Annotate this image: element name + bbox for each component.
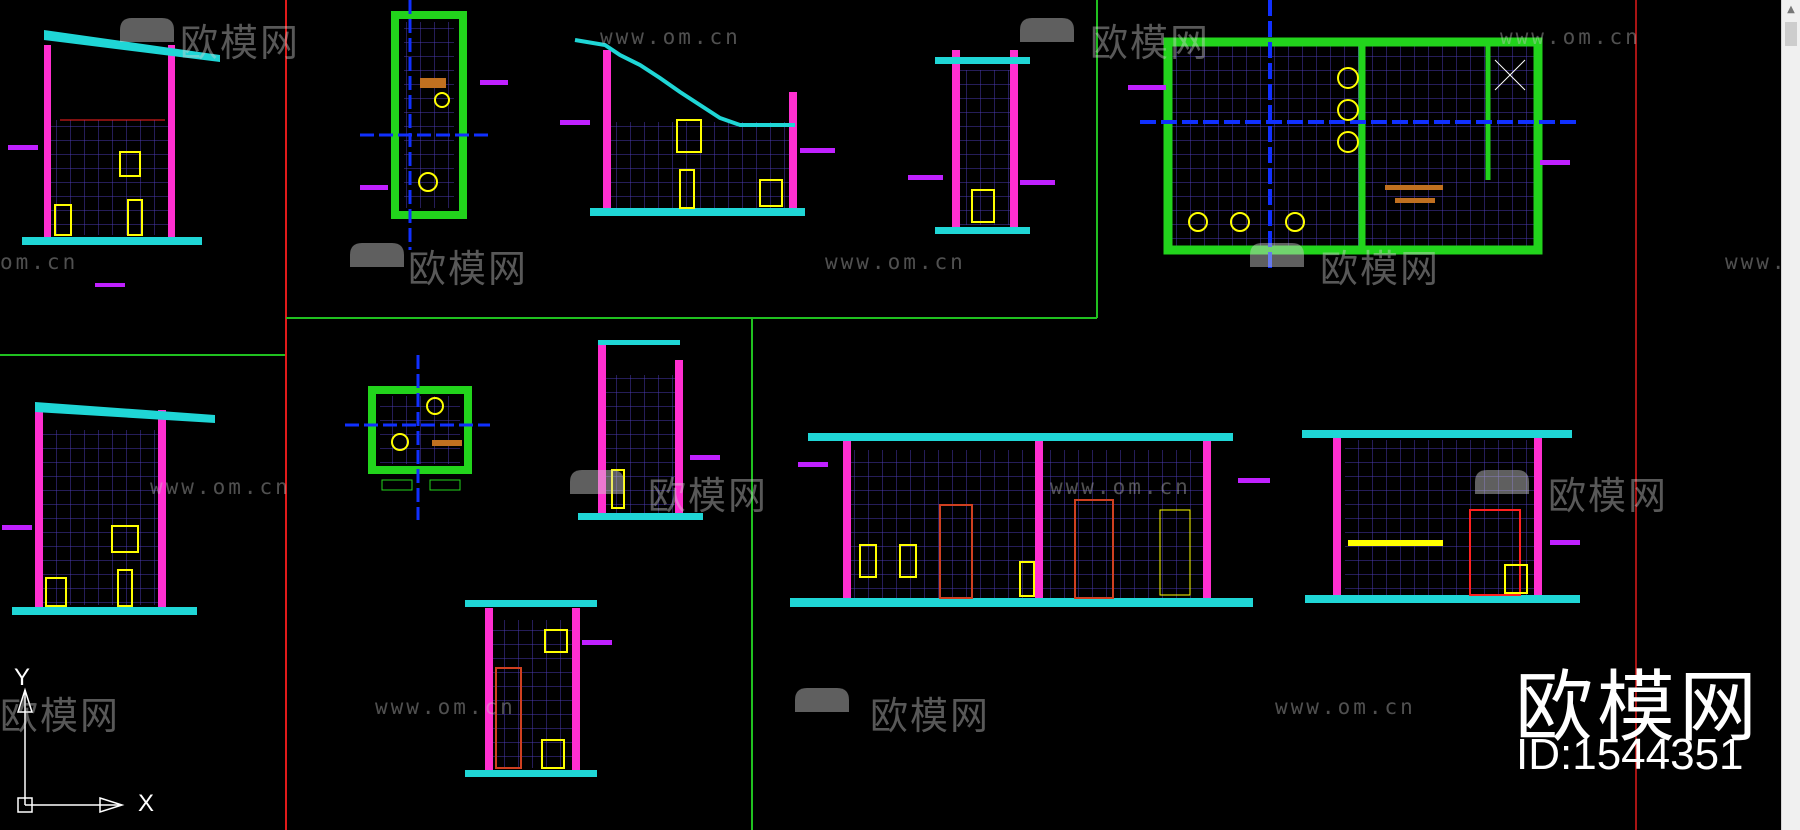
elevation-stair: [560, 38, 835, 216]
elevation-5: [465, 600, 612, 777]
watermark-site: www.om.cn: [825, 250, 966, 274]
ucs-x-label: X: [138, 790, 155, 817]
elevation-2: [908, 50, 1055, 234]
plan-1: [360, 0, 508, 250]
watermark-brand: 欧模网: [1090, 21, 1211, 65]
elevation-6: [790, 433, 1270, 607]
watermark-site: om.cn: [0, 250, 79, 274]
elevation-4: [578, 340, 720, 520]
vertical-scrollbar[interactable]: ▲: [1781, 0, 1800, 830]
sofa-logo-icon: [120, 18, 1529, 712]
model-id-text: ID:1544351: [1516, 730, 1744, 779]
elevation-1: [8, 30, 220, 287]
watermark-brand: 欧模网: [1548, 474, 1669, 518]
ucs-y-label: Y: [14, 664, 31, 691]
watermark-brand: 欧模网: [870, 694, 991, 738]
elevation-3: [2, 402, 215, 615]
watermark-brand: 欧模网: [180, 21, 301, 65]
watermark-brand: 欧模网: [408, 247, 529, 291]
scrollbar-thumb[interactable]: [1785, 22, 1797, 46]
watermark-brand: 欧模网: [648, 474, 769, 518]
watermark-site: www.om.cn: [375, 695, 516, 719]
elevation-7: [1302, 430, 1580, 603]
watermark-brand: 欧模网: [1320, 247, 1441, 291]
watermark-site: www.om.cn: [1050, 475, 1191, 499]
watermark-brand: 欧模网: [0, 694, 121, 738]
watermark-site: www.om.cn: [1275, 695, 1416, 719]
ucs-axis-icon: [16, 687, 125, 814]
plan-main: [1128, 0, 1580, 270]
layout-frames: [0, 0, 1637, 830]
brand-logo-text: 欧模网: [1515, 663, 1762, 753]
watermark-site: www.om.cn: [1500, 25, 1641, 49]
watermark-site: www.om.cn: [150, 475, 291, 499]
watermark-site: www.om.cn: [600, 25, 741, 49]
plan-2: [345, 355, 490, 520]
triangle-up-icon[interactable]: ▲: [1787, 3, 1795, 15]
watermark-site: www.om.cn: [1725, 250, 1782, 274]
